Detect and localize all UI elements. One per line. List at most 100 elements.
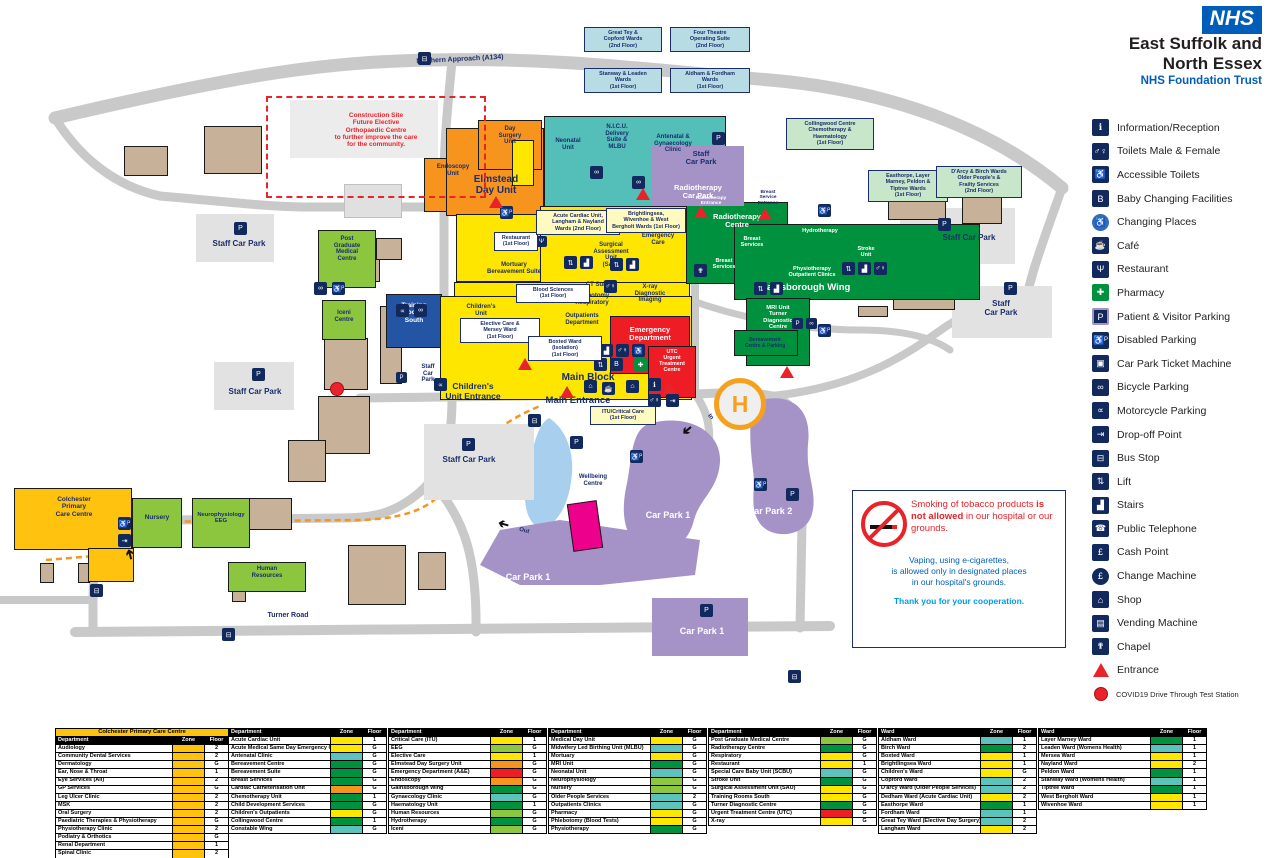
row-floor: G — [682, 800, 707, 810]
vaping-text: Vaping, using e-cigarettes, is allowed o… — [891, 555, 1027, 588]
row-floor: 1 — [1012, 736, 1037, 746]
row-zone — [330, 736, 363, 746]
table-row: Special Care Baby Unit (SCBU)G — [708, 768, 877, 778]
row-name: Acute Medical Same Day Emergency Care — [228, 744, 331, 754]
no-smoking-icon — [861, 501, 907, 547]
table-row: Leaden Ward (Womens Health)1 — [1038, 744, 1207, 754]
legend-item-label: Toilets Male & Female — [1117, 145, 1221, 158]
row-floor: G — [852, 792, 877, 802]
row-zone — [172, 752, 205, 762]
entrance-triangle — [758, 208, 772, 220]
row-name: Eye Services (All) — [55, 776, 173, 786]
toilets-icon: ♂♀ — [874, 262, 887, 275]
row-floor: G — [852, 784, 877, 794]
motorcycle-parking-icon: ∝ — [434, 378, 447, 391]
row-name: Mersea Ward — [1038, 752, 1151, 762]
column-header: Department — [55, 736, 173, 746]
table-row: Breast Services G — [228, 776, 387, 786]
row-name: Breast Services — [228, 776, 331, 786]
accessible-parking-icon: ♿ᴾ — [818, 324, 831, 337]
legend-item-label: Change Machine — [1117, 570, 1197, 583]
legend-item-motorcycle-parking: ∝Motorcycle Parking — [1092, 399, 1267, 423]
baby-changing-icon: B — [610, 358, 623, 371]
table-row: Urgent Treatment Centre (UTC)G — [708, 808, 877, 819]
entrance-triangle — [662, 382, 676, 394]
row-zone — [980, 752, 1013, 762]
row-zone — [980, 768, 1013, 778]
childrens-unit-label: Children's Unit — [466, 304, 496, 317]
outpatients-department-label: Outpatients Department — [565, 313, 599, 326]
bus-stop-icon: ⊟ — [528, 414, 541, 427]
row-name: Older People Services — [548, 792, 651, 802]
parking-icon: P — [700, 604, 713, 617]
row-floor: G — [682, 776, 707, 786]
legend-item-cash-point: £Cash Point — [1092, 541, 1267, 565]
table-row: Stanway Ward (Womens Health) 1 — [1038, 776, 1207, 786]
row-floor: 1 — [362, 817, 387, 827]
legend-item-toilets-male-female: ♂♀Toilets Male & Female — [1092, 140, 1267, 164]
row-zone — [172, 808, 205, 819]
parking-icon: P — [786, 488, 799, 501]
nursery-building — [132, 498, 182, 548]
cafe-icon: ☕ — [1092, 237, 1109, 255]
post-graduate-medical-centre — [318, 230, 376, 288]
lift-icon: ⇅ — [610, 258, 623, 271]
row-floor: G — [362, 776, 387, 786]
public-telephone-icon: ☎ — [1092, 520, 1109, 538]
column-header: Floor — [1012, 727, 1037, 738]
row-floor: G — [682, 736, 707, 746]
row-zone — [650, 760, 683, 770]
row-zone — [490, 760, 523, 770]
row-name: Surgical Assessment Unit (SAU) — [708, 784, 821, 794]
row-zone — [172, 800, 205, 810]
row-zone — [820, 752, 853, 762]
chapel-icon: ✟ — [1092, 638, 1109, 656]
row-floor: 2 — [203, 825, 230, 835]
smoking-notice: Smoking of tobacco products is not allow… — [852, 490, 1066, 648]
human-resources-label: Human Resources — [251, 566, 283, 579]
table-title: Colchester Primary Care Centre — [54, 727, 230, 738]
staff-car-park-label: Staff Car Park — [685, 149, 717, 167]
row-zone — [1150, 736, 1183, 746]
parking-icon: P — [712, 132, 725, 145]
row-name: Podiatry & Orthotics — [55, 833, 173, 843]
row-floor: 1 — [1012, 808, 1037, 819]
legend-item-label: Bicycle Parking — [1117, 381, 1189, 394]
row-zone — [820, 817, 853, 827]
trust-subtitle: NHS Foundation Trust — [1140, 75, 1262, 88]
row-name: Elective Care — [388, 752, 491, 762]
row-name: Children's Outpatients — [228, 808, 331, 819]
callout-easthorpe-wards: Easthorpe, Layer Marney, Peldon & Tiptre… — [868, 170, 948, 202]
legend-item-label: Changing Places — [1117, 216, 1197, 229]
car-park-2-label: Car Park 2 — [747, 506, 793, 516]
parking-icon: P — [396, 372, 407, 383]
row-floor: 1 — [1182, 776, 1207, 786]
callout-collingwood: Collingwood Centre Chemotherapy & Haemat… — [786, 118, 874, 150]
legend-item-label: Motorcycle Parking — [1117, 404, 1207, 417]
row-zone — [820, 744, 853, 754]
row-name: Stanway Ward (Womens Health) — [1038, 776, 1151, 786]
row-name: Stroke Unit — [708, 776, 821, 786]
row-floor: G — [522, 776, 547, 786]
toilets-icon: ♂♀ — [616, 344, 629, 357]
road-label-turner-road: Turner Road — [267, 612, 309, 619]
row-floor: 2 — [203, 744, 230, 754]
baby-changing-icon: B — [1092, 190, 1109, 208]
legend-item-label: Disabled Parking — [1117, 334, 1197, 347]
covid-test-station — [330, 382, 344, 396]
row-name: Outpatients Clinics — [548, 800, 651, 810]
row-floor: 1 — [522, 800, 547, 810]
row-name: Gainsborough Wing — [388, 784, 491, 794]
